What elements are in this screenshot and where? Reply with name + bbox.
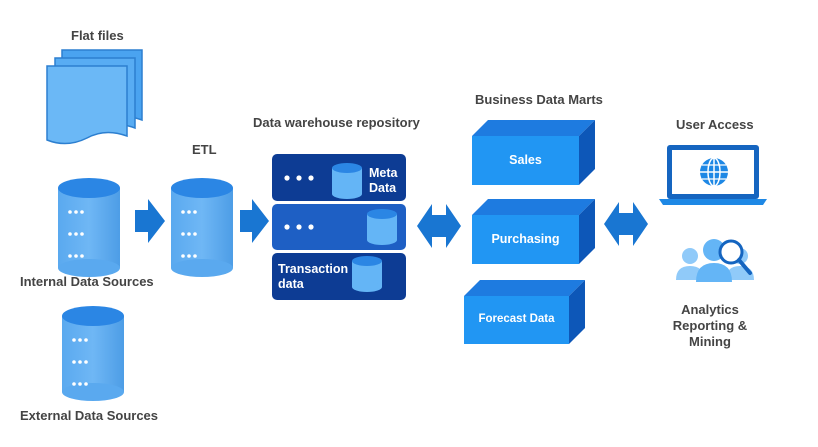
mart-sales-box (472, 120, 595, 185)
external-sources-label: External Data Sources (20, 408, 159, 423)
meta-data-label: Meta Data (369, 166, 397, 196)
analytics-line1: Analytics (681, 302, 739, 317)
mart-purchasing-label: Purchasing (491, 232, 560, 246)
transaction-label-line2: data (278, 277, 304, 291)
warehouse-middle-box (272, 204, 406, 250)
warehouse-title: Data warehouse repository (253, 115, 420, 130)
mart-purchasing-box (472, 199, 595, 264)
analytics-users-icon (676, 239, 754, 282)
meta-label-line2: Data (369, 181, 397, 195)
warehouse-meta-data-box (272, 154, 406, 201)
arrow-etl-to-warehouse (240, 199, 269, 243)
etl-label: ETL (192, 142, 217, 157)
analytics-line3: Mining (689, 334, 731, 349)
internal-sources-label: Internal Data Sources (20, 274, 154, 289)
flat-files-label: Flat files (71, 28, 124, 43)
internal-sources-database-icon (58, 178, 120, 277)
mart-sales-label: Sales (509, 153, 542, 167)
etl-database-icon (171, 178, 233, 277)
meta-label-line1: Meta (369, 166, 398, 180)
mart-forecast-data-box (464, 280, 585, 344)
marts-title: Business Data Marts (475, 92, 603, 107)
transaction-label-line1: Transaction (278, 262, 349, 276)
flat-files-icon (46, 49, 143, 145)
external-sources-database-icon (62, 306, 124, 401)
arrow-marts-to-user-access (604, 202, 648, 246)
mart-forecast-label: Forecast Data (478, 313, 555, 325)
arrow-warehouse-to-marts (417, 204, 461, 248)
transaction-data-label: Transaction data (278, 262, 348, 292)
user-access-title: User Access (676, 117, 754, 132)
warehouse-transaction-data-box (272, 253, 406, 300)
arrow-sources-to-etl (135, 199, 165, 243)
analytics-label: Analytics Reporting & Mining (655, 302, 765, 350)
laptop-globe-icon (659, 145, 767, 205)
analytics-line2: Reporting & (672, 318, 748, 333)
